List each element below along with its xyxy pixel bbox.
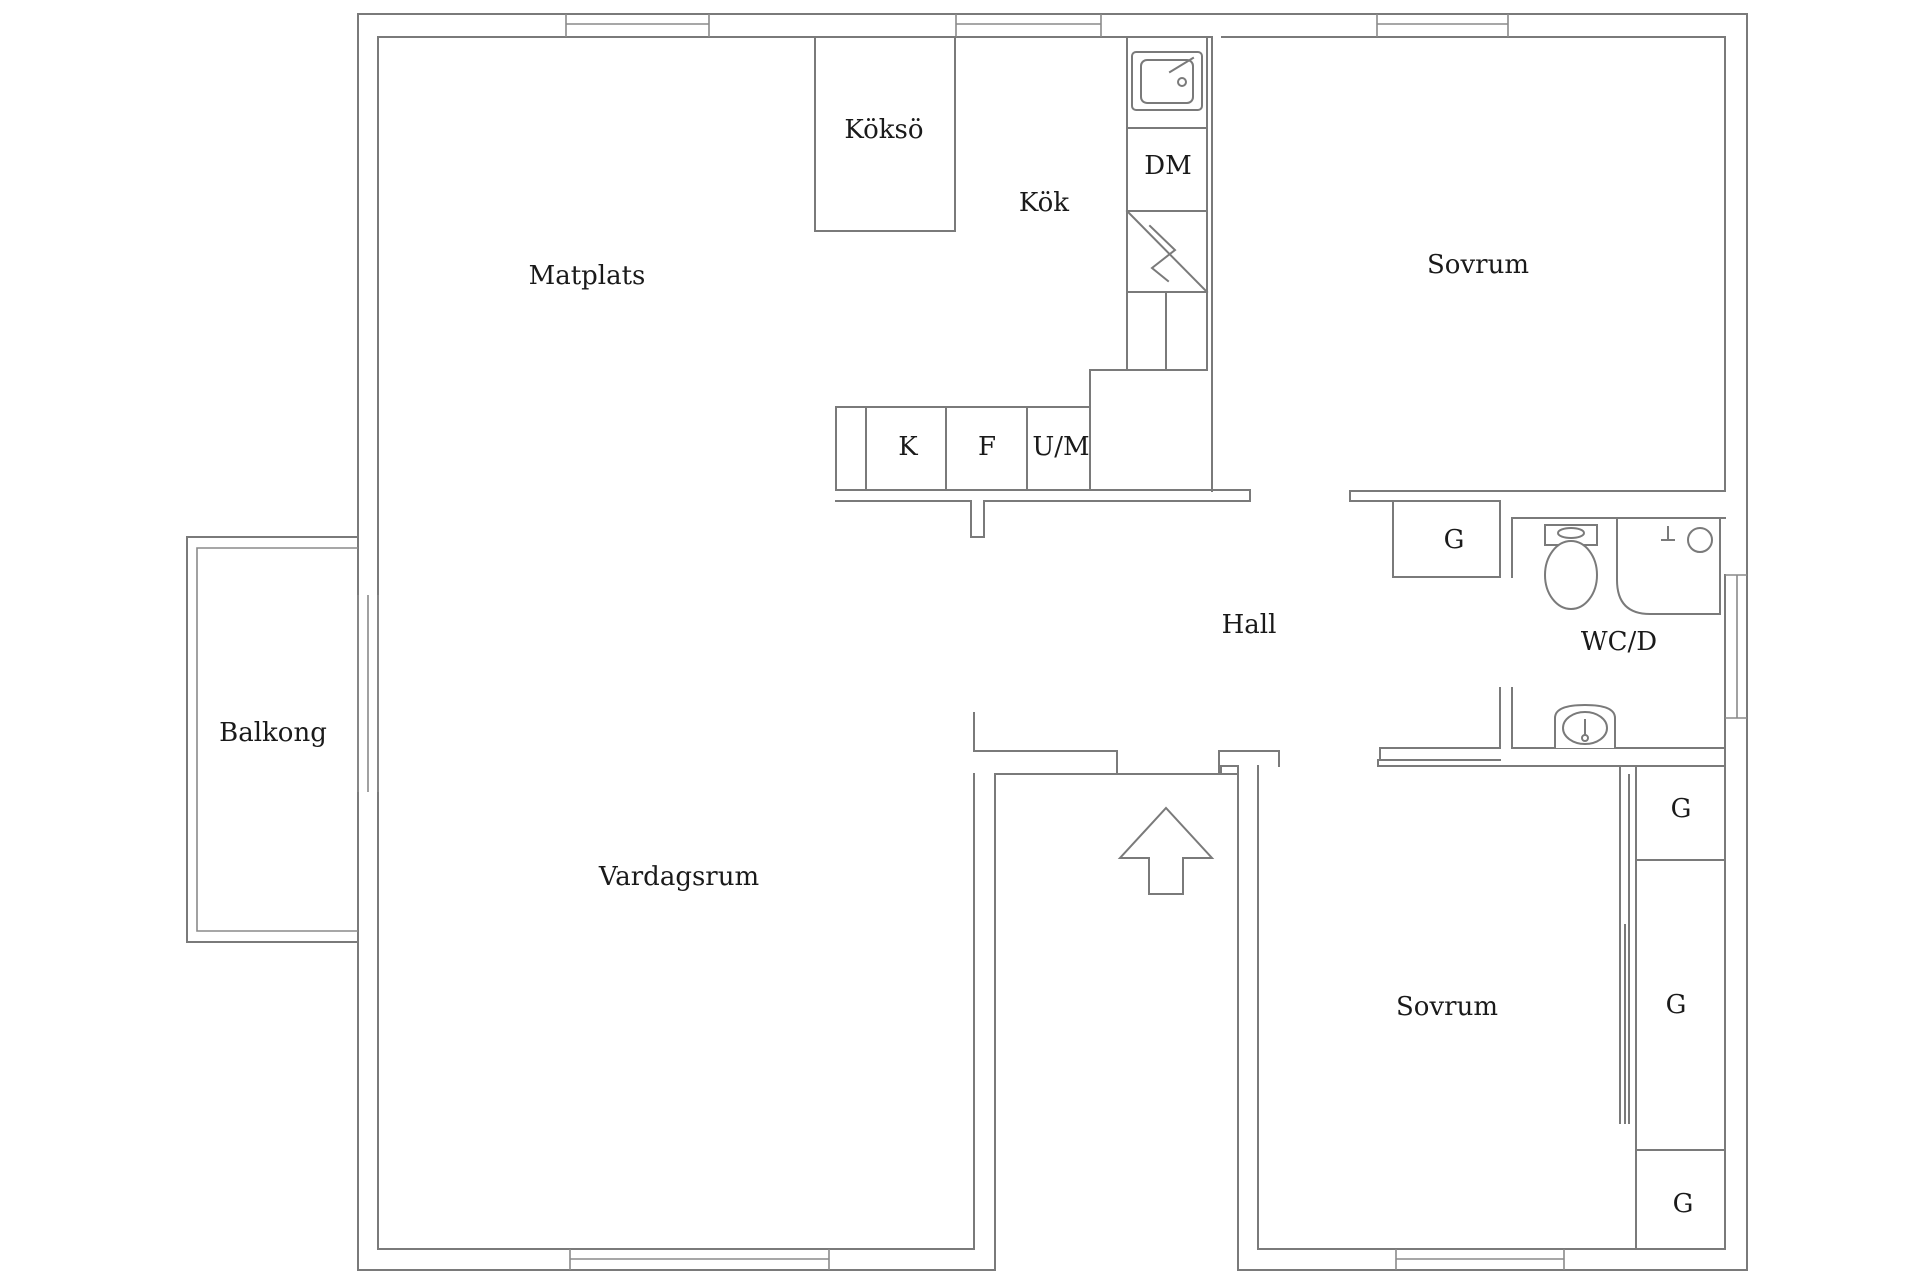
kitchen-sink-icon	[1131, 51, 1203, 111]
label-hall: Hall	[1222, 610, 1277, 640]
balcony	[186, 536, 359, 943]
label-wcd: WC/D	[1581, 627, 1657, 657]
label-matplats: Matplats	[529, 261, 646, 291]
label-g1: G	[1671, 794, 1692, 824]
label-g-hall: G	[1444, 525, 1465, 555]
bathroom	[1379, 500, 1726, 761]
partition-wall	[835, 489, 1251, 538]
entrance	[973, 712, 1280, 895]
room-labels: Köksö Kök DM Matplats Sovrum K F U/M G H…	[219, 115, 1693, 1219]
label-um: U/M	[1032, 432, 1089, 462]
entrance-arrow-icon	[1117, 806, 1215, 895]
label-g3: G	[1673, 1189, 1694, 1219]
label-k: K	[898, 432, 918, 462]
label-sovrum-bottom: Sovrum	[1396, 992, 1498, 1022]
label-balkong: Balkong	[219, 718, 327, 748]
label-dm: DM	[1144, 151, 1191, 181]
hall-bottom-wall	[1377, 759, 1726, 767]
windows	[357, 14, 1747, 1270]
label-koksö: Köksö	[844, 115, 923, 145]
wardrobes	[1619, 765, 1726, 1250]
label-sovrum-top: Sovrum	[1427, 250, 1529, 280]
label-f: F	[978, 432, 996, 462]
label-vardagsrum: Vardagsrum	[598, 862, 759, 892]
appliance-row	[835, 369, 1167, 491]
kitchen-island	[814, 36, 956, 232]
label-g2: G	[1666, 990, 1687, 1020]
bedroom-top-wall	[1349, 490, 1501, 578]
label-kok: Kök	[1019, 188, 1069, 218]
